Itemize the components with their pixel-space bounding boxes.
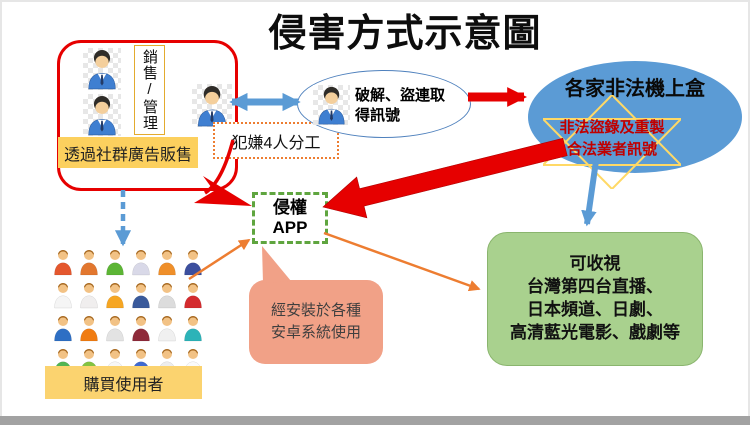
user-avatar-icon (50, 243, 76, 276)
bubble-line2: 安卓系統使用 (270, 324, 361, 341)
user-avatar-icon (154, 309, 180, 342)
sales-management-label: 銷售/管理 (134, 45, 165, 135)
window-bottom-bar (0, 416, 750, 425)
content-line3: 日本頻道、日劇、 (527, 300, 663, 319)
crack-signal-label: 破解、盜連取得訊號 (355, 87, 446, 125)
star-triangle-down (543, 118, 681, 189)
user-avatar-icon (102, 276, 128, 309)
content-line2: 台灣第四台直播、 (527, 277, 663, 297)
user-avatar-icon (76, 276, 102, 309)
pirate-signal-line1: 非法盜錄及重製 (559, 119, 665, 136)
user-avatar-icon (76, 243, 102, 276)
infringing-app-box: 侵權 APP (252, 192, 328, 244)
user-avatar-icon (102, 309, 128, 342)
buyer-users-grid (50, 243, 206, 376)
viewable-content-box: 可收視 台灣第四台直播、 日本頻道、日劇、 高清藍光電影、戲劇等 (487, 232, 703, 366)
pirate-signal-line2: 合法業者訊號 (566, 140, 657, 158)
user-avatar-icon (128, 276, 154, 309)
arrow-settopbox-app (322, 137, 568, 219)
user-avatar-icon (76, 309, 102, 342)
user-avatar-icon (50, 276, 76, 309)
android-install-bubble: 經安裝於各種 安卓系統使用 (249, 280, 383, 364)
content-line4: 高清藍光電影、戲劇等 (510, 322, 680, 342)
businessman-icon (83, 94, 121, 136)
user-avatar-icon (180, 309, 206, 342)
social-ads-label: 透過社群廣告販售 (58, 137, 198, 168)
user-avatar-icon (128, 309, 154, 342)
seller-group-box (57, 40, 238, 191)
user-avatar-icon (128, 243, 154, 276)
content-line1: 可收視 (569, 254, 621, 274)
suspects-label: 犯嫌4人分工 (213, 122, 339, 159)
buyers-label: 購買使用者 (45, 366, 202, 399)
bubble-tail (262, 246, 291, 283)
app-label-line2: APP (272, 218, 308, 237)
star-triangle-up (543, 95, 681, 166)
user-avatar-icon (180, 243, 206, 276)
businessman-icon (192, 84, 232, 127)
user-avatar-icon (154, 243, 180, 276)
user-avatar-icon (180, 276, 206, 309)
user-avatar-icon (50, 309, 76, 342)
bubble-line1: 經安裝於各種 (270, 302, 361, 320)
app-label-line1: 侵權 (273, 197, 307, 217)
businessman-icon (83, 48, 121, 90)
pirate-signal-label: 非法盜錄及重製 合法業者訊號 (537, 117, 687, 161)
page-title: 侵害方式示意圖 (268, 13, 542, 55)
user-avatar-icon (154, 276, 180, 309)
settop-box-title: 各家非法機上盒 (565, 78, 705, 100)
star-burst: 非法盜錄及重製 合法業者訊號 (543, 95, 681, 189)
user-avatar-icon (102, 243, 128, 276)
businessman-icon (313, 85, 350, 125)
